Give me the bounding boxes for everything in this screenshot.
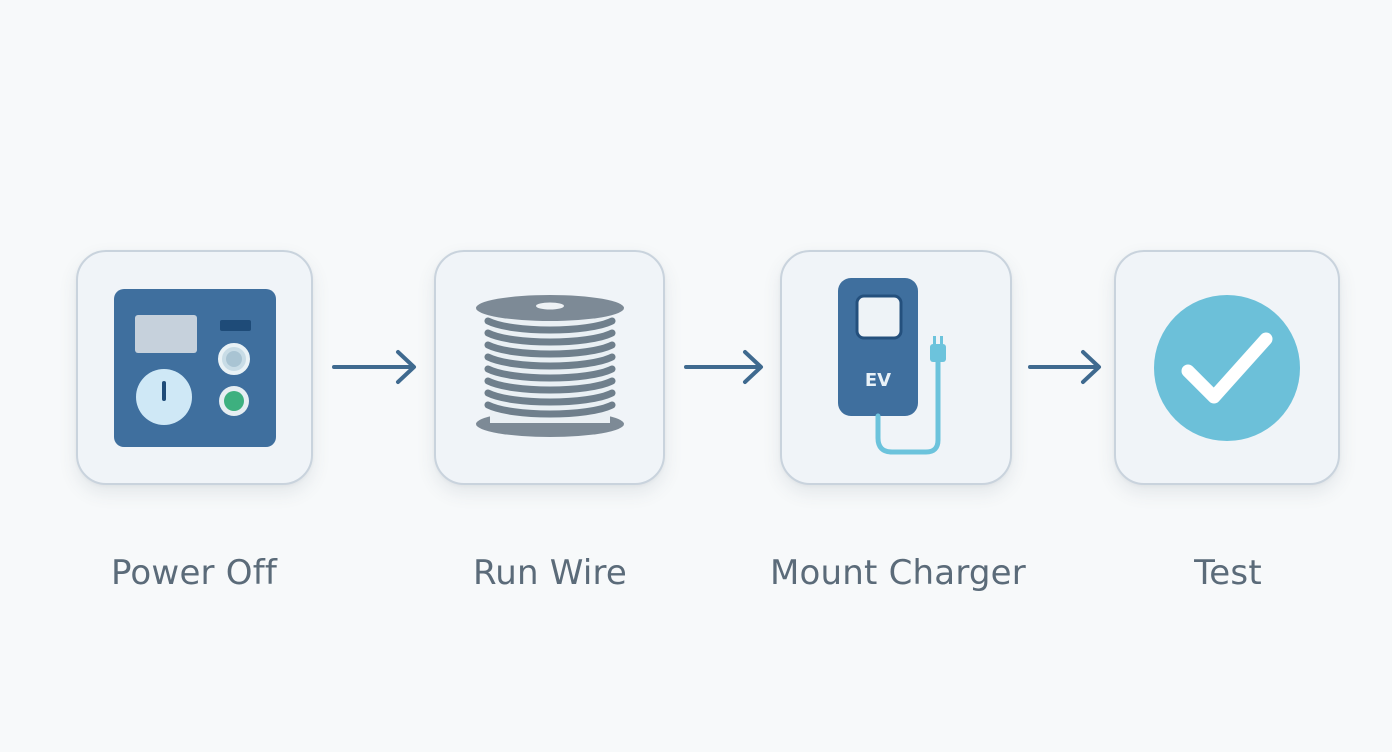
step-label-test: Test <box>1194 553 1262 593</box>
ev-label: EV <box>865 370 891 391</box>
ev-charger-icon: EV <box>838 277 946 454</box>
arrow-right-icon <box>684 350 763 384</box>
step-card-run-wire <box>434 250 665 485</box>
checkmark-circle-icon <box>1154 294 1300 441</box>
step-card-power-off <box>76 250 313 485</box>
step-label-run-wire: Run Wire <box>472 553 628 593</box>
step-card-test <box>1114 250 1340 485</box>
step-card-mount-charger: EV <box>780 250 1012 485</box>
step-label-mount-charger: Mount Charger <box>770 553 1026 593</box>
arrow-right-icon <box>1028 350 1101 384</box>
step-label-power-off: Power Off <box>110 553 278 593</box>
breaker-panel-icon <box>113 288 276 447</box>
wire-spool-icon <box>475 294 624 437</box>
arrow-right-icon <box>332 350 416 384</box>
